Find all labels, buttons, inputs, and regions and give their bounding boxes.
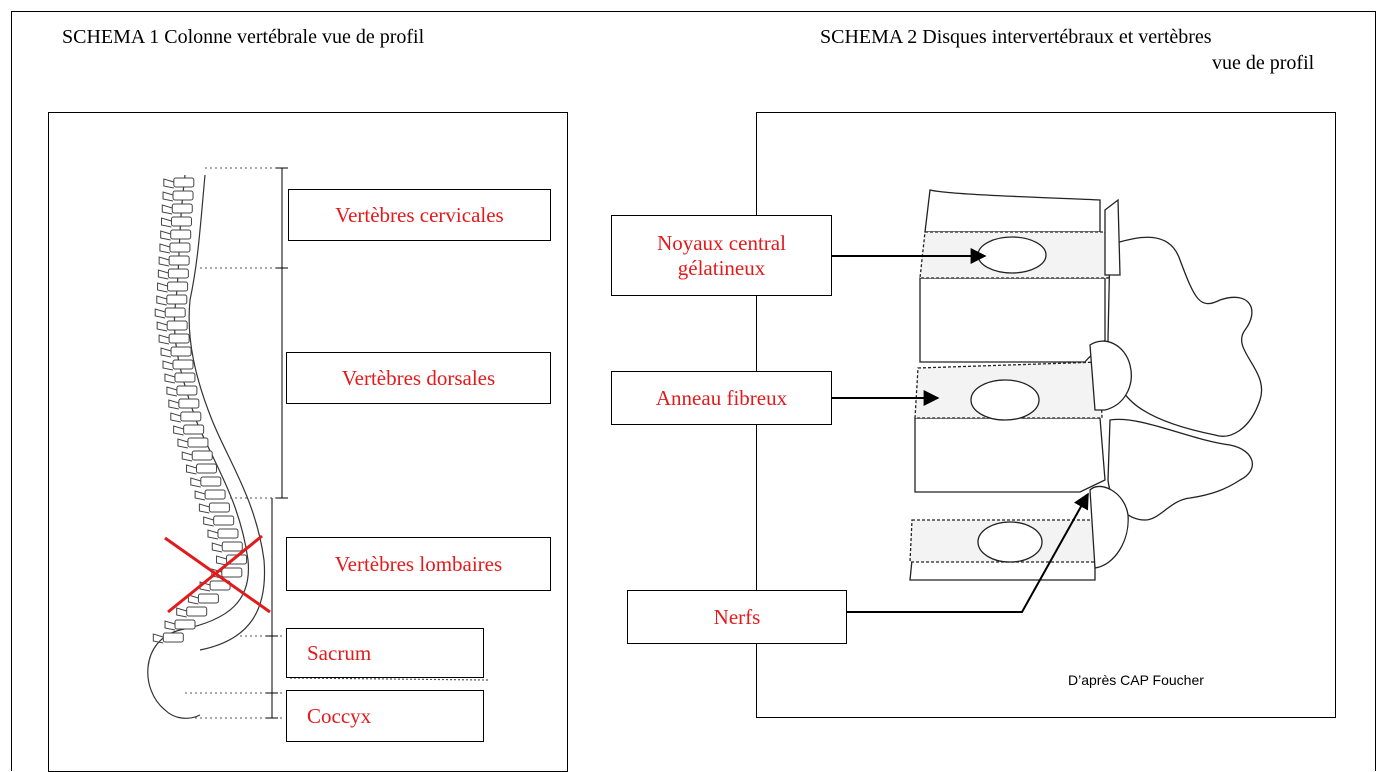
vertebra xyxy=(170,216,192,227)
label-vertebres-lombaires: Vertèbres lombaires xyxy=(286,537,551,591)
schema2-title-line2: vue de profil xyxy=(1212,52,1315,74)
spinous-process xyxy=(187,594,199,605)
spinous-process xyxy=(161,204,173,215)
spinous-process xyxy=(194,490,206,501)
vertebra xyxy=(221,541,243,552)
vertebra xyxy=(172,190,194,201)
vertebra xyxy=(186,606,208,617)
vertebra xyxy=(164,307,186,318)
vertebra xyxy=(197,593,219,604)
page-frame xyxy=(11,11,1376,771)
spinous-process xyxy=(157,269,169,280)
schema1-title: SCHEMA 1 Colonne vertébrale vue de profi… xyxy=(62,26,425,48)
vertebrae xyxy=(152,177,248,644)
label-noyau-central-gelatineux: Noyaux central gélatineux xyxy=(611,215,832,296)
spinous-process xyxy=(160,347,172,358)
spinous-process xyxy=(166,386,178,397)
vertebra xyxy=(166,320,188,331)
spinous-process xyxy=(156,321,168,332)
label-nerfs: Nerfs xyxy=(627,590,847,644)
vertebra xyxy=(187,437,209,448)
vertebra xyxy=(178,398,200,409)
vertebra xyxy=(173,177,195,188)
label-coccyx: Coccyx xyxy=(286,690,484,742)
label-anneau-fibreux: Anneau fibreux xyxy=(611,371,832,425)
spinous-process xyxy=(168,399,179,410)
vertebra xyxy=(183,424,205,435)
vertebra xyxy=(168,333,190,344)
spinous-process xyxy=(176,607,187,618)
spinous-process xyxy=(173,425,184,436)
spinous-process xyxy=(164,373,176,384)
spinous-process xyxy=(162,360,174,371)
vertebra xyxy=(167,281,189,292)
vertebra xyxy=(170,346,192,357)
spinous-process xyxy=(158,256,170,267)
spinous-process xyxy=(159,243,171,254)
vertebra xyxy=(176,385,198,396)
vertebra xyxy=(213,515,235,526)
spinous-process xyxy=(163,178,174,189)
vertebra xyxy=(217,528,239,539)
vertebra-disc-illustration xyxy=(909,189,1263,581)
vertebra xyxy=(204,489,226,500)
label-vertebres-dorsales: Vertèbres dorsales xyxy=(286,352,551,404)
spinous-process xyxy=(157,282,168,293)
label-vertebres-cervicales: Vertèbres cervicales xyxy=(288,189,551,241)
vertebra xyxy=(166,294,188,305)
spinous-process xyxy=(198,503,210,514)
vertebra xyxy=(169,242,191,253)
spinous-process xyxy=(160,230,171,241)
spinous-process xyxy=(181,451,193,462)
vertebra xyxy=(208,502,230,513)
vertebra xyxy=(200,476,222,487)
vertebra xyxy=(196,463,218,474)
vertebra xyxy=(191,450,213,461)
spinous-process xyxy=(207,529,219,540)
vertebra xyxy=(171,203,193,214)
spinous-process xyxy=(152,633,164,644)
vertebra xyxy=(221,567,243,578)
label-sacrum: Sacrum xyxy=(286,628,484,678)
vertebra xyxy=(174,372,196,383)
spinous-process xyxy=(177,438,189,449)
source-credit: D’après CAP Foucher xyxy=(1068,672,1204,688)
spinous-process xyxy=(156,295,167,306)
spinous-process xyxy=(170,412,181,423)
red-cross-mark xyxy=(164,534,271,614)
spinous-process xyxy=(190,477,201,488)
spinous-process xyxy=(203,516,214,527)
vertebra xyxy=(180,411,202,422)
spinous-process xyxy=(158,334,170,345)
spinous-process xyxy=(160,217,172,228)
schema2-title-line1: SCHEMA 2 Disques intervertébraux et vert… xyxy=(820,26,1212,48)
vertebra xyxy=(168,255,190,266)
spinous-process xyxy=(154,308,166,319)
vertebra xyxy=(167,268,189,279)
vertebra xyxy=(162,632,184,643)
spinous-process xyxy=(211,542,223,553)
vertebra xyxy=(170,229,192,240)
spinous-process xyxy=(186,464,197,475)
spinous-process xyxy=(162,191,174,202)
spinous-process xyxy=(216,555,227,566)
spinous-process xyxy=(164,620,176,631)
vertebra xyxy=(172,359,194,370)
vertebra xyxy=(174,619,196,630)
